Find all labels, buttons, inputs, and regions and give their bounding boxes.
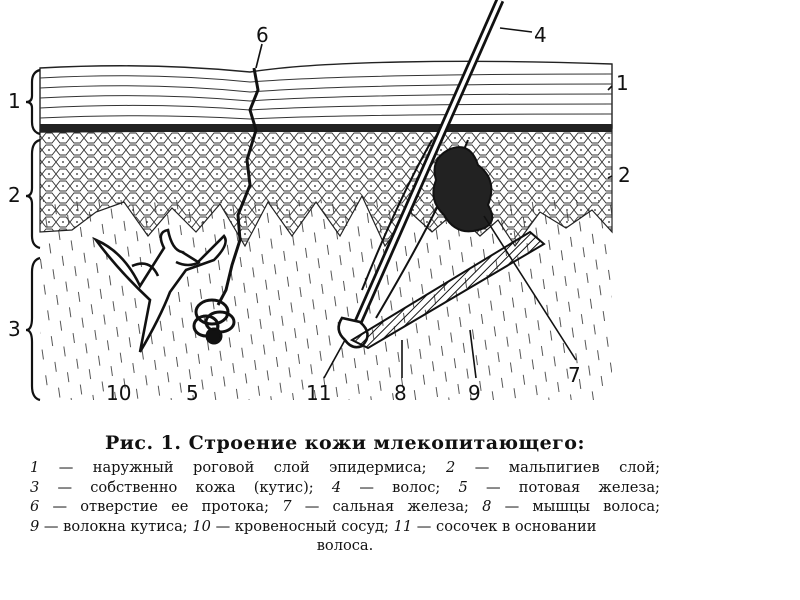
legend-item: 1 — наружный роговой слой эпидермиса;	[30, 459, 446, 476]
label-7: 7	[568, 363, 581, 387]
label-8: 8	[394, 381, 407, 405]
label-4: 4	[534, 23, 547, 47]
leader-lines	[255, 27, 613, 379]
hair-muscle	[349, 230, 546, 350]
label-5: 5	[186, 381, 199, 405]
label-11: 11	[306, 381, 331, 405]
sweat-gland	[192, 298, 236, 345]
stratum-corneum	[39, 60, 613, 133]
legend-item: 10 — кровеносный сосуд;	[192, 517, 394, 535]
legend-item: 5 — потовая железа;	[458, 478, 660, 496]
legend-item: 6 — отверстие ее протока;	[30, 498, 283, 516]
skin-diagram: 1 2 3 4 5 6 7 8 9 10 11 1 2	[8, 0, 631, 405]
figure-caption: Рис. 1. Строение кожи млекопитающего: 1 …	[30, 432, 660, 556]
label-10: 10	[106, 381, 131, 405]
label-1: 1	[8, 89, 21, 113]
caption-legend: 1 — наружный роговой слой эпидермиса; 2 …	[30, 458, 660, 556]
legend-item: 4 — волос;	[331, 478, 459, 496]
label-right-1: 1	[616, 71, 629, 95]
legend-item: 9 — волокна кутиса;	[30, 517, 193, 535]
blood-vessel	[92, 228, 227, 353]
legend-item: 8 — мышцы волоса;	[482, 498, 660, 516]
label-3: 3	[8, 317, 21, 341]
label-9: 9	[468, 381, 481, 405]
legend-item: 11 — сосочек в основании	[393, 517, 597, 535]
legend-item: 7 — сальная железа;	[282, 498, 483, 516]
legend-last-line: волоса.	[316, 537, 374, 555]
label-right-2: 2	[618, 163, 631, 187]
sweat-duct	[216, 67, 260, 306]
layer-braces	[25, 68, 41, 402]
caption-title: Рис. 1. Строение кожи млекопитающего:	[105, 432, 585, 454]
legend-item: 2 — мальпигиев слой;	[446, 459, 660, 476]
label-2: 2	[8, 183, 21, 207]
sebaceous-gland	[432, 146, 494, 233]
label-6: 6	[256, 23, 269, 47]
legend-item: 3 — собственно кожа (кутис);	[30, 478, 332, 496]
